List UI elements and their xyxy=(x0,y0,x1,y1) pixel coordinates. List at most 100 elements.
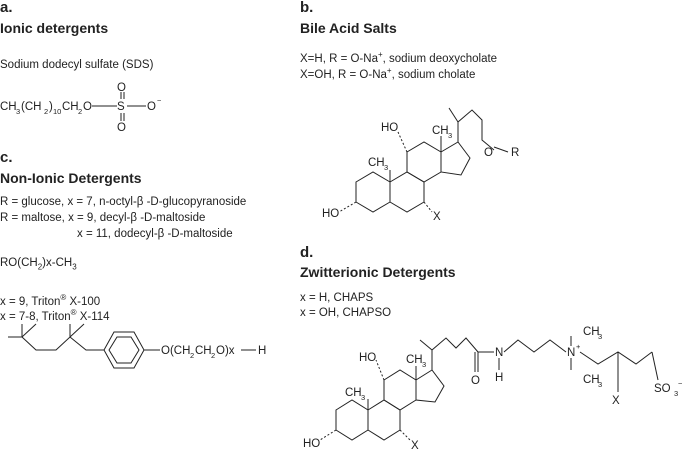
bile-o: O xyxy=(484,147,493,159)
chaps-x-side: X xyxy=(612,395,620,407)
section-d-heading: Zwitterionic Detergents xyxy=(300,264,456,280)
section-b-letter: b. xyxy=(300,0,314,16)
sds-mid: (CH xyxy=(21,101,41,113)
triton-structure: O(CH 2 CH 2 O)x H xyxy=(8,323,266,369)
triton-x114-post: X-114 xyxy=(76,310,110,323)
chaps-ch3-a-sub: 3 xyxy=(422,360,426,369)
sds-ch2: CH xyxy=(62,101,79,113)
sds-o-top: O xyxy=(117,82,126,94)
bile-line-2-post: , sodium cholate xyxy=(391,68,476,81)
bile-line-1: X=H, R = O-Na+, sodium deoxycholate xyxy=(300,51,497,65)
triton-benzene-inner xyxy=(108,336,140,364)
bile-line-2-pre: X=OH, R = O-Na xyxy=(300,68,387,81)
sds-ch3: CH xyxy=(0,101,17,113)
triton-x114-pre: x = 7-8, Triton xyxy=(0,310,71,323)
triton-chain-end: O)x xyxy=(216,345,235,357)
chaps-side-chain xyxy=(431,337,479,370)
chaps-ch3-d: CH xyxy=(583,374,600,386)
section-b-heading: Bile Acid Salts xyxy=(300,20,397,36)
bile-r: R xyxy=(511,147,519,159)
bile-bond-c3-oh xyxy=(338,201,357,213)
chaps-ch3-a: CH xyxy=(406,354,423,366)
chaps-n: N xyxy=(495,347,503,359)
sds-structure: CH 3 (CH 2 ) 10 CH 2 O S O O O − xyxy=(0,82,162,134)
triton-x100-pre: x = 9, Triton xyxy=(0,295,61,308)
chaps-bond-c3-oh xyxy=(319,429,337,441)
triton-me-3 xyxy=(21,323,37,338)
chaps-ring-c xyxy=(383,369,417,411)
chaps-sulfo-chain xyxy=(579,351,653,365)
bile-ho-left: HO xyxy=(322,208,339,220)
bile-x: X xyxy=(433,211,441,223)
chaps-bond-so3 xyxy=(651,351,659,381)
chaps-ch3-d-sub: 3 xyxy=(598,380,602,389)
chaps-ho-top: HO xyxy=(359,352,376,364)
bile-line-2: X=OH, R = O-Na+, sodium cholate xyxy=(300,67,475,81)
sds-sub3: 3 xyxy=(16,107,20,116)
bile-line-2-sup: + xyxy=(386,66,392,75)
chaps-propyl xyxy=(503,339,567,353)
bile-ring-b xyxy=(389,171,425,213)
bile-bond-c12-oh xyxy=(397,131,408,153)
nonionic-line-1: R = glucose, x = 7, n-octyl-β -D-glucopy… xyxy=(0,196,247,208)
zwitter-line-2: x = OH, CHAPSO xyxy=(300,307,392,319)
bile-bond-c7-x xyxy=(423,201,433,213)
triton-chain-h: H xyxy=(258,345,266,357)
chaps-ring-a xyxy=(335,399,369,441)
bile-ch3-a: CH xyxy=(432,125,449,137)
sds-minus: − xyxy=(157,96,162,105)
bile-line-1-post: , sodium deoxycholate xyxy=(382,52,498,65)
chaps-bond-c7-x xyxy=(399,429,411,441)
triton-x100-line: x = 9, Triton® X-100 xyxy=(0,294,100,308)
bile-ring-a xyxy=(355,171,391,213)
chaps-ch3-b: CH xyxy=(345,387,362,399)
bile-line-1-pre: X=H, R = O-Na xyxy=(300,52,378,65)
section-a-letter: a. xyxy=(0,0,13,16)
chaps-structure: HO CH 3 CH 3 HO X O N H N + CH 3 CH 3 xyxy=(303,326,683,452)
nonionic-formula: RO(CH2)x-CH3 xyxy=(0,257,77,272)
sds-sub2b: 2 xyxy=(78,107,82,116)
triton-x100-sup: ® xyxy=(60,293,67,302)
chaps-so3-sup: − xyxy=(678,379,683,388)
sds-o-minus: O xyxy=(147,101,156,113)
bile-ring-d xyxy=(440,141,471,176)
bile-ch3-a-sub: 3 xyxy=(448,131,452,140)
chaps-ch3-c-sub: 3 xyxy=(598,332,602,341)
zwitter-line-1: x = H, CHAPS xyxy=(300,292,374,304)
chaps-nplus: N xyxy=(567,347,575,359)
section-c-letter: c. xyxy=(0,149,13,166)
sds-paren: ) xyxy=(49,101,53,113)
nonionic-line-2: R = maltose, x = 9, decyl-β -D-maltoside xyxy=(0,212,206,224)
bile-ho-top: HO xyxy=(381,122,398,134)
sds-s: S xyxy=(117,101,125,113)
chaps-so3-sub: 3 xyxy=(674,389,678,398)
triton-chain-o: O(CH xyxy=(161,345,190,357)
triton-chain-mid: CH xyxy=(195,345,212,357)
nonionic-formula-pre: RO(CH xyxy=(0,257,38,269)
chaps-so3: SO xyxy=(654,383,671,395)
chaps-side-methyl xyxy=(419,339,433,351)
triton-me-5 xyxy=(69,323,85,338)
triton-chain-s2: 2 xyxy=(211,351,215,360)
bile-line-1-sup: + xyxy=(377,50,383,59)
sds-o-bottom: O xyxy=(117,122,126,134)
chaps-ring-b xyxy=(367,399,401,441)
sds-sub10: 10 xyxy=(53,107,61,116)
section-d-letter: d. xyxy=(300,244,314,261)
bile-ring-c xyxy=(406,141,442,183)
chaps-ch3-b-sub: 3 xyxy=(361,393,365,402)
chaps-bond-c12-oh xyxy=(375,359,385,381)
chaps-o: O xyxy=(471,375,480,387)
nonionic-formula-sub2: 3 xyxy=(72,262,77,272)
sds-o: O xyxy=(83,101,92,113)
chaps-ch3-c: CH xyxy=(583,326,600,338)
triton-x114-line: x = 7-8, Triton® X-114 xyxy=(0,309,110,323)
chaps-plus: + xyxy=(576,342,581,351)
sds-sub2: 2 xyxy=(44,107,48,116)
chaps-ring-d xyxy=(415,369,445,403)
bile-bond-c-r xyxy=(493,146,509,153)
nonionic-line-3: x = 11, dodecyl-β -D-maltoside xyxy=(77,228,233,240)
triton-backbone xyxy=(21,336,104,351)
triton-x100-post: X-100 xyxy=(66,295,101,308)
